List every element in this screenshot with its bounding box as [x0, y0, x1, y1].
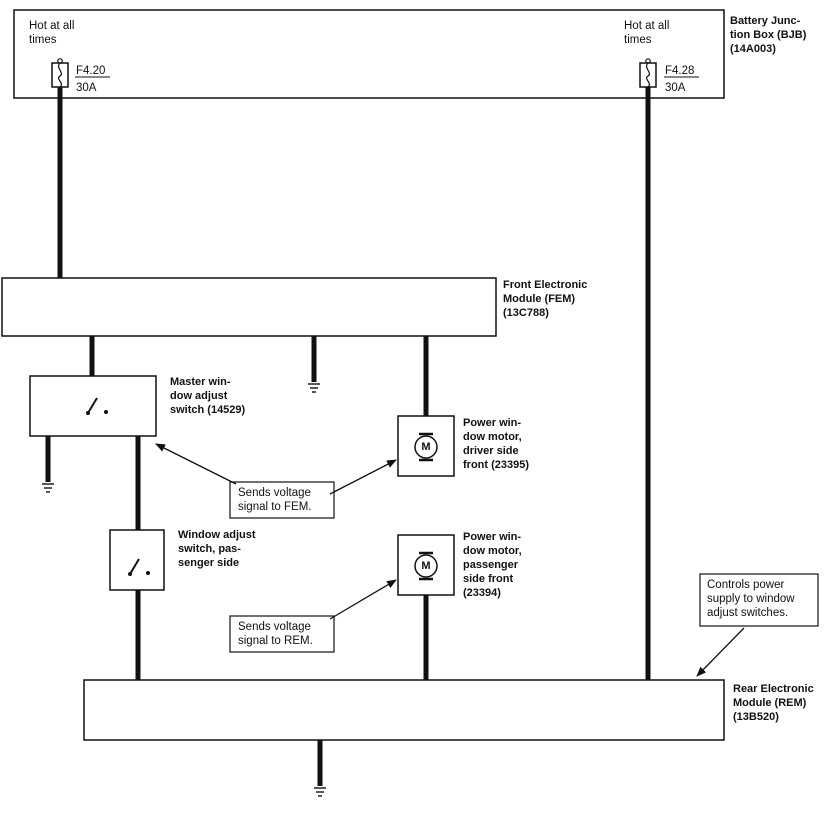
ground-fem-icon — [308, 383, 320, 393]
callout-controls-line1: Controls power — [707, 579, 785, 591]
callout-fem-box — [229, 481, 335, 519]
motor-driver-label-line4: front (23395) — [463, 459, 530, 471]
passenger-switch-label: Window adjust switch, pas- senger side — [178, 528, 256, 570]
bjb-hot-right-label: Hot at all times — [624, 19, 669, 47]
bjb-label-line2: tion Box (BJB) — [730, 29, 807, 41]
callout-controls-box — [699, 573, 819, 627]
bjb-label: Battery Junc- tion Box (BJB) (14A003) — [730, 14, 806, 56]
bjb-label-line3: (14A003) — [730, 43, 776, 55]
fem-label-line3: (13C788) — [503, 307, 549, 319]
fuse-left-rating: 30A — [76, 82, 97, 94]
bjb-hot-left-line2: times — [29, 34, 57, 46]
master-switch-symbol-icon — [86, 397, 108, 415]
master-switch-label-line1: Master win- — [170, 376, 231, 388]
master-switch-label-line2: dow adjust — [170, 390, 228, 402]
callout-fem-line2: signal to FEM. — [238, 501, 312, 513]
motor-driver-label-line2: dow motor, — [463, 431, 522, 443]
passenger-switch-label-line1: Window adjust — [178, 529, 256, 541]
motor-driver-label-line3: driver side — [463, 445, 519, 457]
rem-label-line2: Module (REM) — [733, 697, 807, 709]
wires — [45, 87, 651, 786]
passenger-switch-box — [109, 529, 165, 591]
bjb-hot-left-label: Hot at all times — [29, 19, 74, 47]
fuse-right-icon — [639, 58, 657, 88]
motor-driver-icon — [414, 432, 438, 462]
fem-label-line2: Module (FEM) — [503, 293, 576, 305]
callout-fem-line1: Sends voltage — [238, 487, 311, 499]
callout-controls-line3: adjust switches. — [707, 607, 789, 619]
motor-passenger-label-line3: passenger — [463, 559, 519, 571]
motor-driver-label-line1: Power win- — [463, 417, 522, 429]
motor-passenger-label-line1: Power win- — [463, 531, 522, 543]
callout-rem-box — [229, 615, 335, 653]
motor-passenger-label: Power win- dow motor, passenger side fro… — [463, 530, 522, 600]
callout-rem-line2: signal to REM. — [238, 635, 313, 647]
callout-arrows — [155, 443, 745, 677]
ground-rem-icon — [314, 787, 326, 797]
bjb-hot-right-line1: Hot at all — [624, 20, 670, 32]
motor-driver-label: Power win- dow motor, driver side front … — [463, 416, 529, 472]
callout-controls-text: Controls power supply to window adjust s… — [707, 578, 795, 620]
motor-passenger-icon — [414, 551, 438, 581]
bjb-box — [13, 9, 725, 99]
passenger-switch-symbol-icon — [128, 558, 150, 576]
bjb-hot-right-line2: times — [624, 34, 652, 46]
motor-passenger-label-line2: dow motor, — [463, 545, 522, 557]
bjb-label-line1: Battery Junc- — [730, 15, 801, 27]
motor-passenger-symbol: M — [421, 560, 431, 572]
motor-passenger-label-line5: (23394) — [463, 587, 501, 599]
fuse-right-id: F4.28 — [665, 65, 695, 77]
passenger-switch-label-line2: switch, pas- — [178, 543, 241, 555]
callout-controls-line2: supply to window — [707, 593, 795, 605]
fuse-left-icon — [51, 58, 69, 88]
rem-label-line3: (13B520) — [733, 711, 779, 723]
callout-fem-text: Sends voltage signal to FEM. — [238, 486, 312, 514]
fuse-right-rating: 30A — [665, 82, 686, 94]
master-switch-label-line3: switch (14529) — [170, 404, 246, 416]
fem-label: Front Electronic Module (FEM) (13C788) — [503, 278, 587, 320]
motor-driver-symbol: M — [421, 441, 431, 453]
rem-label-line1: Rear Electronic — [733, 683, 814, 695]
fem-label-line1: Front Electronic — [503, 279, 588, 291]
rem-label: Rear Electronic Module (REM) (13B520) — [733, 682, 814, 724]
callout-rem-text: Sends voltage signal to REM. — [238, 620, 313, 648]
fem-box — [1, 277, 497, 337]
ground-master-switch-icon — [42, 483, 54, 493]
bjb-hot-left-line1: Hot at all — [29, 20, 75, 32]
motor-passenger-label-line4: side front — [463, 573, 514, 585]
callout-rem-line1: Sends voltage — [238, 621, 311, 633]
passenger-switch-label-line3: senger side — [178, 557, 240, 569]
master-switch-label: Master win- dow adjust switch (14529) — [170, 375, 245, 417]
fuse-left-id: F4.20 — [76, 65, 106, 77]
rem-box — [83, 679, 725, 741]
